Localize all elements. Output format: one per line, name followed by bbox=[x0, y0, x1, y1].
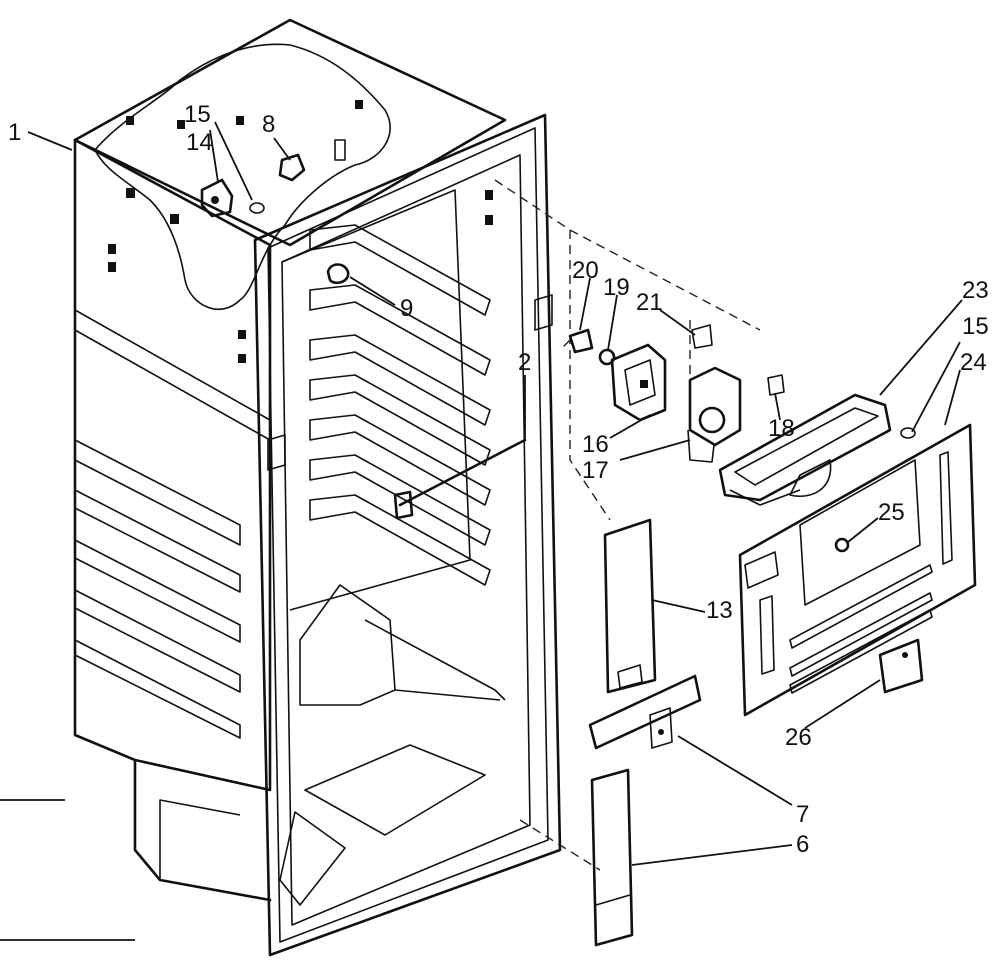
part-8-component bbox=[278, 139, 346, 182]
callout-21: 21 bbox=[636, 289, 663, 316]
part-13-cover bbox=[603, 518, 657, 694]
part-19-component bbox=[598, 348, 616, 366]
part-23-tray bbox=[718, 393, 892, 506]
callout-13: 13 bbox=[706, 597, 733, 624]
callout-17: 17 bbox=[582, 457, 609, 484]
callout-9: 9 bbox=[400, 295, 413, 322]
part-16-control-assembly bbox=[610, 343, 667, 422]
callout-25: 25 bbox=[878, 499, 905, 526]
part-6-duct bbox=[590, 768, 634, 947]
part-15-screw-top bbox=[249, 202, 265, 214]
callout-18: 18 bbox=[768, 415, 795, 442]
callout-24: 24 bbox=[960, 349, 987, 376]
callout-14: 14 bbox=[186, 129, 213, 156]
callout-26: 26 bbox=[785, 724, 812, 751]
part-17-damper bbox=[687, 366, 742, 463]
part-9-component bbox=[326, 263, 350, 285]
callout-15-top: 15 bbox=[184, 101, 211, 128]
part-18-component bbox=[767, 374, 785, 396]
part-14-component bbox=[200, 178, 234, 218]
assembly-guide-lines bbox=[494, 179, 761, 871]
part-7-bracket bbox=[588, 674, 702, 750]
part-2-rod bbox=[393, 375, 527, 520]
callout-19: 19 bbox=[603, 274, 630, 301]
callout-2: 2 bbox=[518, 349, 531, 376]
callout-7: 7 bbox=[796, 801, 809, 828]
part-24-panel bbox=[738, 423, 977, 717]
part-15-screw-right bbox=[900, 427, 916, 439]
cabinet-liner-frame bbox=[253, 113, 562, 957]
callout-23: 23 bbox=[962, 277, 989, 304]
callout-16: 16 bbox=[582, 431, 609, 458]
part-20-component bbox=[568, 328, 594, 354]
callout-15-right: 15 bbox=[962, 313, 989, 340]
leader-lines bbox=[0, 121, 963, 941]
callout-20: 20 bbox=[572, 257, 599, 284]
callout-8: 8 bbox=[262, 111, 275, 138]
cabinet-shell bbox=[73, 18, 507, 902]
callout-1: 1 bbox=[8, 119, 21, 146]
callout-6: 6 bbox=[796, 831, 809, 858]
part-21-component bbox=[691, 324, 713, 349]
callout-labels: 1 15 14 8 9 2 20 19 21 16 17 18 23 15 24… bbox=[8, 101, 989, 858]
part-26-plate bbox=[878, 638, 924, 694]
